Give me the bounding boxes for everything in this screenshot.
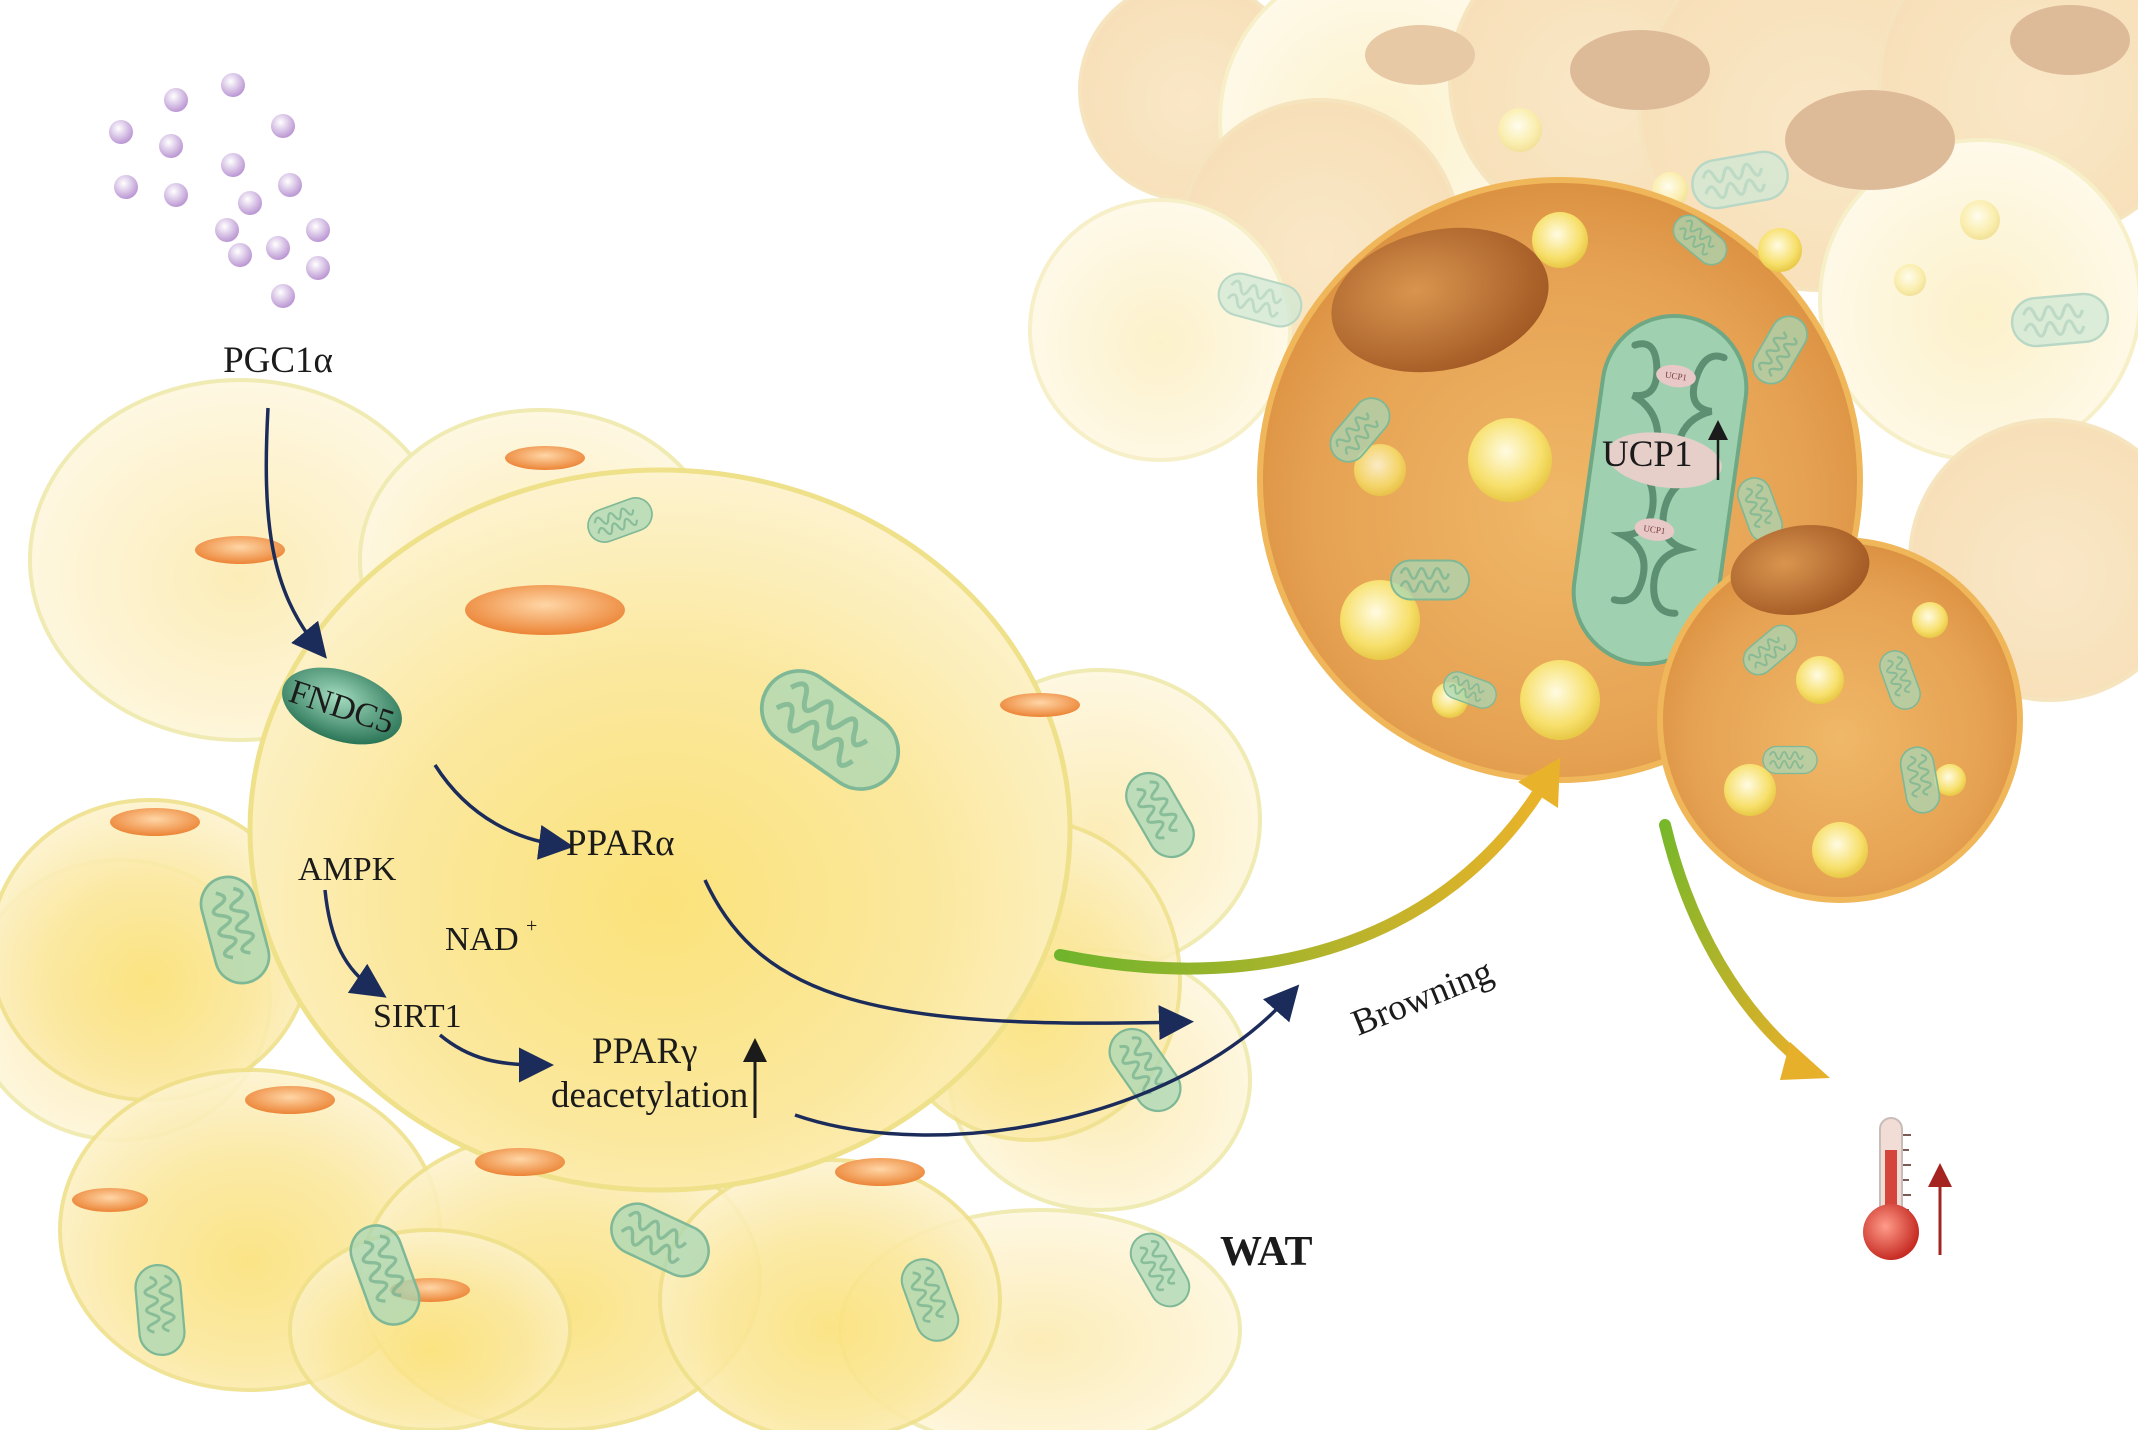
brown-adipocyte-main: UCP1 UCP1 bbox=[1257, 177, 2023, 903]
browning-label: Browning bbox=[1346, 951, 1499, 1044]
arrow-sirt1-pparg bbox=[438, 1033, 554, 1083]
arrow-brown-to-heat bbox=[1659, 819, 1806, 1066]
pgc1a-molecules bbox=[109, 73, 330, 308]
arrow-wat-to-brown bbox=[1054, 784, 1546, 975]
arrow-pgc1a-fndc5 bbox=[264, 407, 327, 659]
ucp1-label: UCP1 bbox=[1602, 434, 1692, 475]
pathway-arrows bbox=[264, 407, 1300, 1137]
thermometer-icon bbox=[1863, 1117, 1919, 1260]
arrow-ppara-browning bbox=[703, 879, 1194, 1041]
arrow-ampk-sirt1 bbox=[323, 889, 387, 998]
pparg-label: PPARγ bbox=[592, 1031, 698, 1072]
nad-label: NAD bbox=[445, 921, 519, 958]
mitochondrion-icon: UCP1 UCP1 bbox=[1571, 314, 1749, 666]
ucp1-small-label-bottom: UCP1 bbox=[1643, 523, 1666, 536]
deacetylation-label: deacetylation bbox=[551, 1075, 748, 1116]
ucp1-small-label-top: UCP1 bbox=[1664, 370, 1687, 383]
brown-adipocyte-cluster bbox=[1028, 0, 2138, 702]
molecule-icon bbox=[221, 73, 245, 97]
sirt1-label: SIRT1 bbox=[373, 998, 462, 1035]
ampk-label: AMPK bbox=[298, 851, 397, 888]
fndc5-protein: FNDC5 bbox=[282, 667, 402, 745]
white-adipocyte-cluster bbox=[0, 378, 1262, 1430]
nad-superscript: + bbox=[526, 915, 537, 937]
ppara-label: PPARα bbox=[566, 823, 675, 864]
arrow-fndc5-ppara bbox=[433, 764, 574, 860]
pgc1a-label: PGC1α bbox=[223, 340, 333, 381]
wat-label: WAT bbox=[1220, 1229, 1313, 1275]
arrow-pparg-browning bbox=[794, 984, 1300, 1137]
